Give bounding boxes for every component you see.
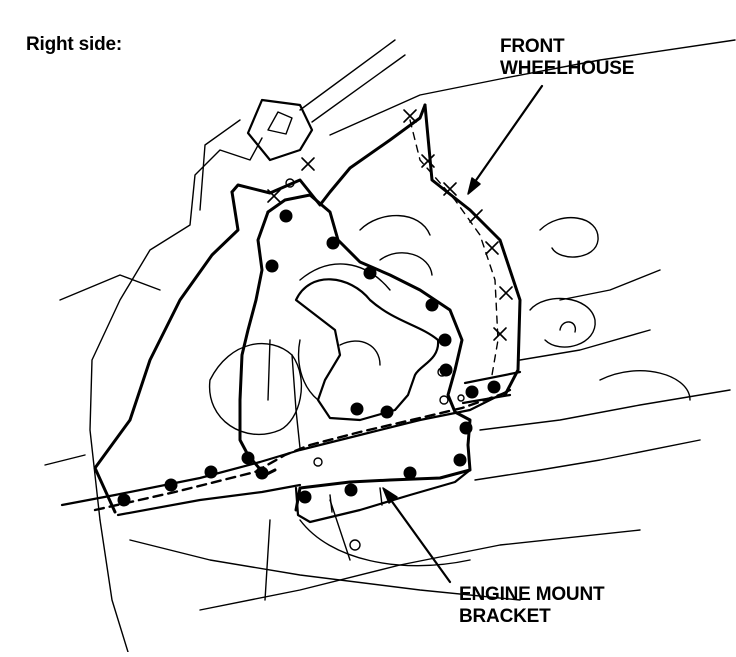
- diagram-title: Right side:: [26, 34, 122, 55]
- frame-rail: [60, 370, 522, 517]
- outer-panel: [93, 103, 522, 514]
- engine-mount-bracket-flange: [294, 468, 472, 524]
- front-wheelhouse-label-line2: WHEELHOUSE: [500, 58, 635, 79]
- x-welds: [267, 109, 513, 341]
- engine-mount-bracket-label: ENGINE MOUNT BRACKET: [459, 584, 605, 628]
- engine-mount-bracket-callout: [382, 487, 452, 584]
- front-wheelhouse-label: FRONT WHEELHOUSE: [500, 36, 634, 80]
- engine-mount-bracket-label-line1: ENGINE MOUNT: [459, 584, 605, 605]
- engine-mount-bracket-label-line2: BRACKET: [459, 606, 551, 627]
- spot-welds: [117, 209, 501, 507]
- front-wheelhouse-label-line1: FRONT: [500, 36, 565, 57]
- wheelhouse-seam: [409, 119, 499, 376]
- background-structure: [44, 39, 736, 653]
- front-wheelhouse-callout: [467, 84, 544, 195]
- upper-tab: [246, 98, 314, 188]
- inner-bracket-panel: [208, 193, 472, 512]
